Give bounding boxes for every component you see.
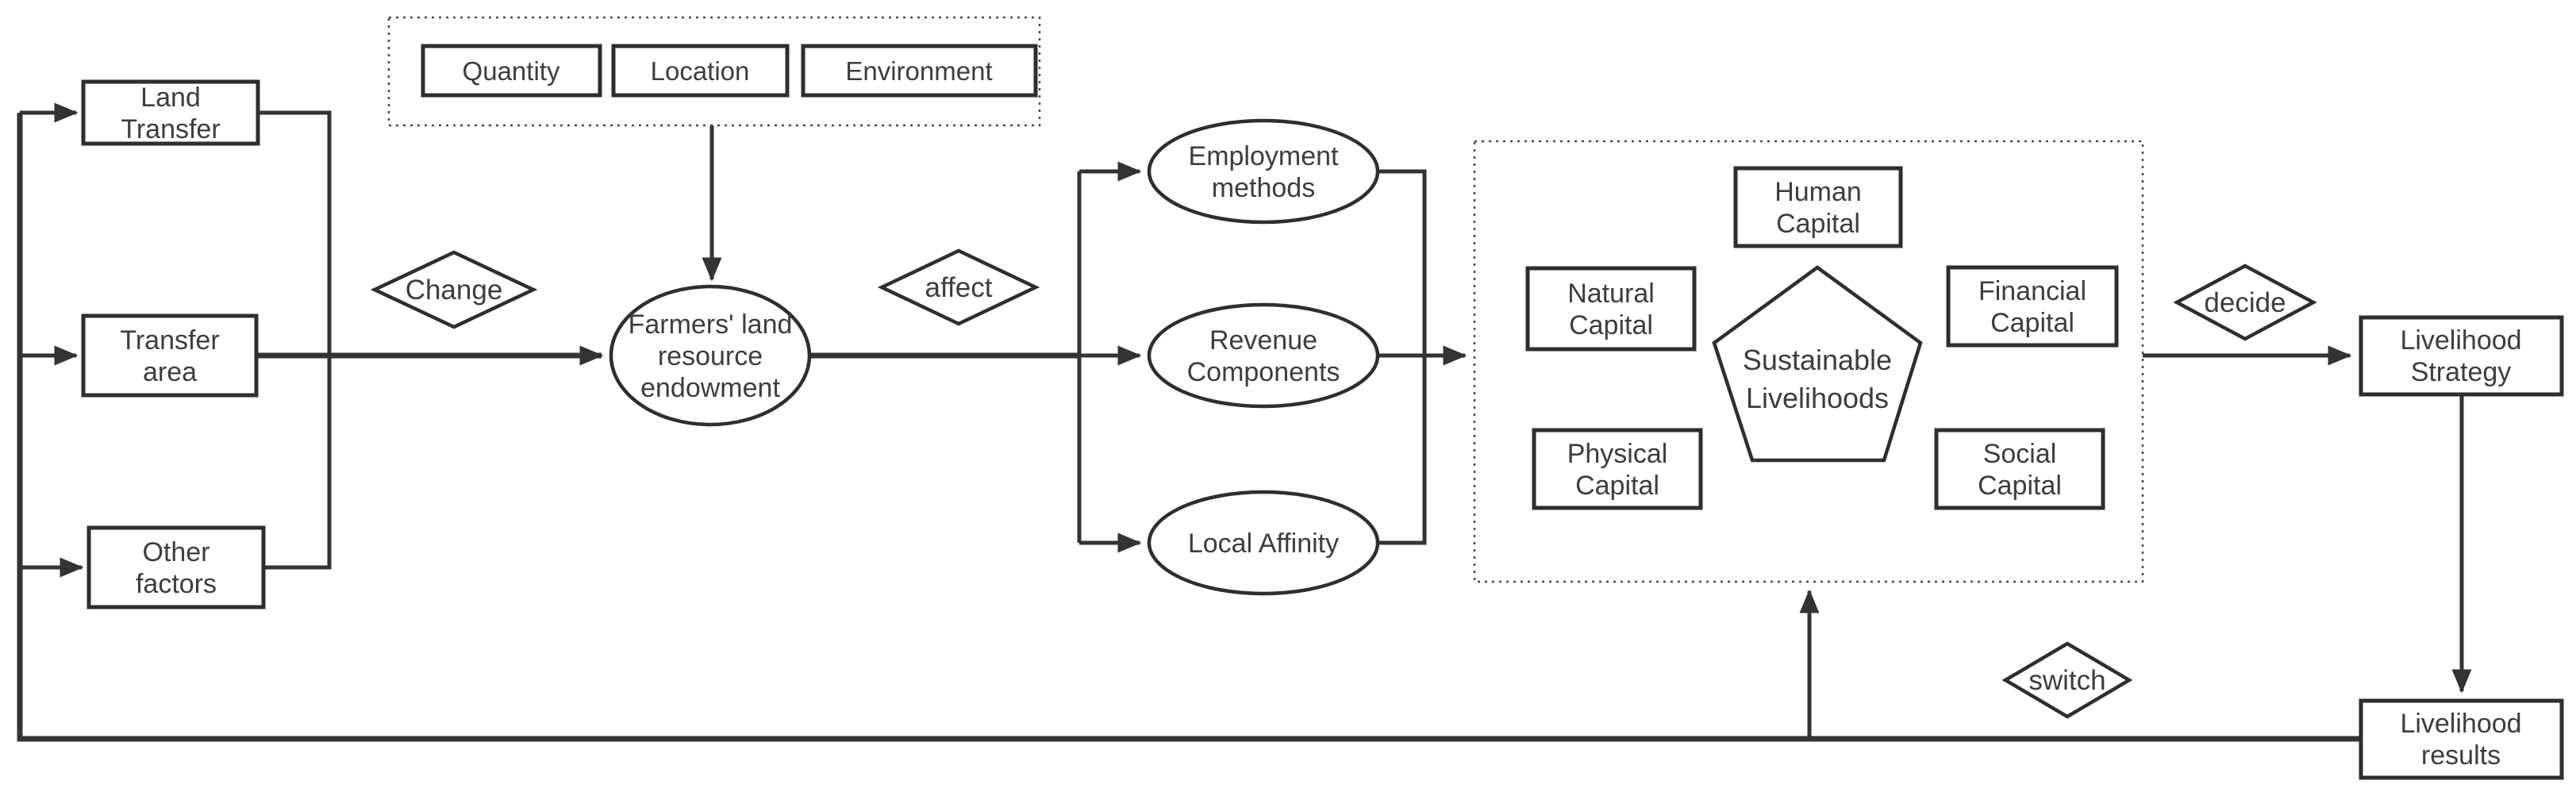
land-transfer-label: Land xyxy=(140,83,201,113)
change-diamond xyxy=(370,250,538,329)
financial-capital-label: Capital xyxy=(1990,308,2074,338)
livelihood-strategy-label: Strategy xyxy=(2411,357,2512,387)
capitals-container xyxy=(1473,140,2144,583)
revenue-components-label: Components xyxy=(1187,357,1340,387)
livelihood-strategy-label: Livelihood xyxy=(2400,325,2521,356)
natural-capital-label: Natural xyxy=(1567,279,1655,309)
sustainable-livelihoods-pentagon xyxy=(1712,265,1923,463)
social-capital-label: Social xyxy=(1983,439,2057,469)
land-transfer-label: Transfer xyxy=(121,114,220,144)
social-capital-box xyxy=(1934,428,2105,510)
quantity-label: Quantity xyxy=(463,56,560,86)
local-affinity-label: Local Affinity xyxy=(1188,529,1339,559)
livelihood-results-box xyxy=(2359,698,2564,780)
livelihood-results-label: results xyxy=(2421,740,2501,771)
farmers-endowment-ellipse xyxy=(609,284,812,427)
natural-capital-label: Capital xyxy=(1569,310,1653,340)
quantity-box xyxy=(421,44,602,98)
change-edge-label: Change xyxy=(406,275,503,306)
edge-factors-right-connector xyxy=(258,110,332,570)
switch-diamond xyxy=(2001,641,2133,719)
local-affinity-ellipse xyxy=(1147,490,1380,596)
edge-merge-vertical xyxy=(1378,169,1427,545)
switch-edge-label: switch xyxy=(2028,665,2105,696)
farmers-endowment-label: resource xyxy=(658,341,763,371)
transfer-area-label: Transfer xyxy=(120,325,219,356)
transfer-area-box xyxy=(81,313,259,398)
farmers-endowment-label: Farmers' land xyxy=(629,309,793,340)
farmers-endowment-label: endowment xyxy=(640,373,780,403)
financial-capital-label: Financial xyxy=(1978,276,2086,306)
livelihood-strategy-box xyxy=(2359,315,2564,397)
employment-methods-ellipse xyxy=(1147,118,1380,225)
sustainable-livelihoods-label: Livelihoods xyxy=(1746,382,1889,414)
employment-methods-label: Employment xyxy=(1189,141,1340,171)
environment-label: Environment xyxy=(845,56,992,86)
other-factors-label: factors xyxy=(136,569,217,599)
transfer-area-label: area xyxy=(143,357,197,387)
edge-feedback-loop xyxy=(17,113,2361,742)
human-capital-box xyxy=(1733,166,1903,248)
human-capital-label: Human xyxy=(1774,177,1862,207)
revenue-components-ellipse xyxy=(1147,302,1380,409)
decide-diamond xyxy=(2173,263,2317,341)
livelihood-results-label: Livelihood xyxy=(2400,709,2521,739)
employment-methods-label: methods xyxy=(1212,173,1315,203)
natural-capital-box xyxy=(1525,266,1697,352)
affect-diamond xyxy=(877,248,1040,326)
location-label: Location xyxy=(651,56,750,86)
environment-box xyxy=(801,44,1038,98)
physical-capital-label: Physical xyxy=(1567,439,1668,469)
sustainable-livelihoods-label: Sustainable xyxy=(1743,344,1892,376)
other-factors-label: Other xyxy=(142,537,210,567)
physical-capital-label: Capital xyxy=(1575,471,1659,501)
human-capital-label: Capital xyxy=(1776,209,1860,239)
physical-capital-box xyxy=(1532,428,1703,510)
land-transfer-box xyxy=(81,79,260,146)
financial-capital-box xyxy=(1946,265,2119,348)
social-capital-label: Capital xyxy=(1978,471,2062,501)
location-box xyxy=(611,44,790,98)
other-factors-box xyxy=(87,525,266,609)
revenue-components-label: Revenue xyxy=(1209,325,1317,356)
affect-edge-label: affect xyxy=(925,272,993,303)
decide-edge-label: decide xyxy=(2204,287,2286,318)
